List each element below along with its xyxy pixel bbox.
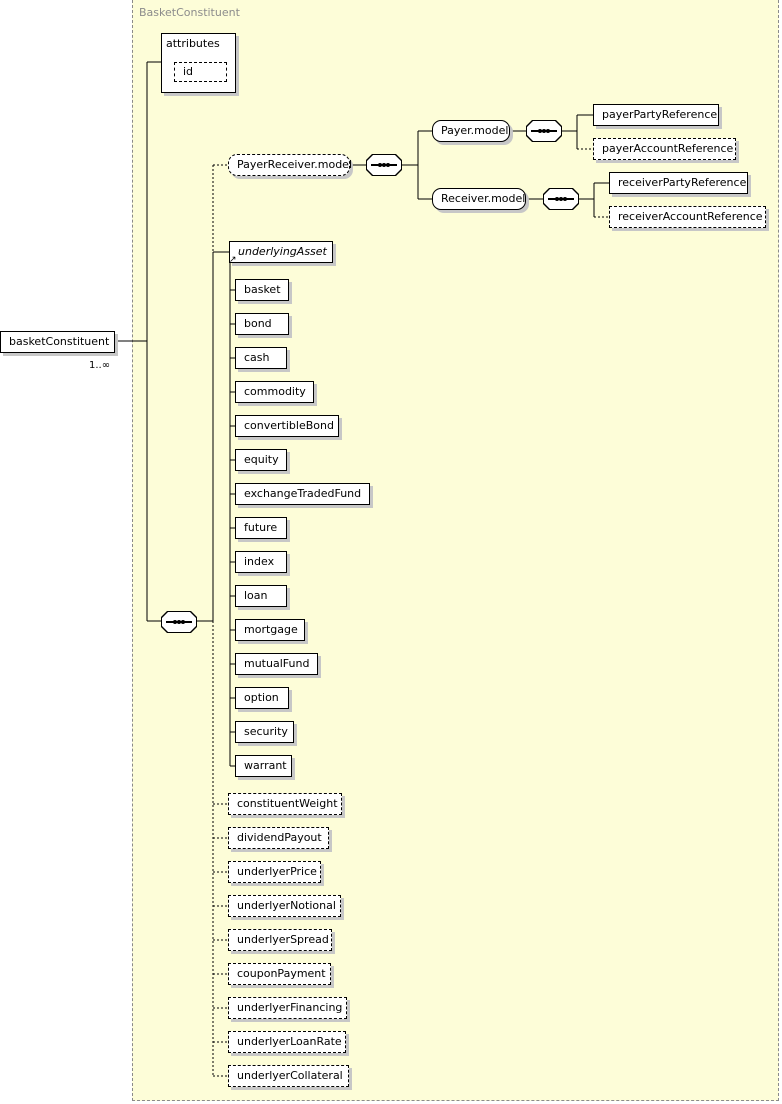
element-label: constituentWeight	[237, 797, 338, 810]
element-label: underlyerLoanRate	[237, 1035, 342, 1048]
element-loan[interactable]: loan	[235, 585, 287, 607]
element-security[interactable]: security	[235, 721, 294, 743]
element-label: loan	[244, 589, 268, 602]
element-underlyerloanrate[interactable]: underlyerLoanRate	[228, 1031, 346, 1053]
element-label: underlyingAsset	[238, 245, 327, 258]
element-payerpartyreference[interactable]: payerPartyReference	[593, 104, 719, 126]
element-label: option	[244, 691, 279, 704]
element-label: payerPartyReference	[602, 108, 718, 121]
element-exchangetradedfund[interactable]: exchangeTradedFund	[235, 483, 370, 505]
group-receiver-model[interactable]: Receiver.model	[432, 188, 526, 210]
element-convertiblebond[interactable]: convertibleBond	[235, 415, 339, 437]
element-underlyercollateral[interactable]: underlyerCollateral	[228, 1065, 349, 1087]
element-label: security	[244, 725, 288, 738]
element-label: commodity	[244, 385, 306, 398]
substitution-arrow-icon: ↗	[229, 255, 237, 265]
sequence-compositor-payerreceiver-icon[interactable]	[366, 154, 402, 176]
element-underlyerprice[interactable]: underlyerPrice	[228, 861, 321, 883]
element-underlyingasset[interactable]: underlyingAsset	[229, 241, 333, 263]
sequence-compositor-main-icon[interactable]	[161, 611, 197, 633]
element-label: basket	[244, 283, 281, 296]
root-element-label: basketConstituent	[9, 335, 110, 348]
element-label: future	[244, 521, 278, 534]
element-underlyerspread[interactable]: underlyerSpread	[228, 929, 332, 951]
element-underlyernotional[interactable]: underlyerNotional	[228, 895, 341, 917]
element-label: equity	[244, 453, 279, 466]
element-dividendpayout[interactable]: dividendPayout	[228, 827, 329, 849]
element-label: warrant	[244, 759, 287, 772]
root-multiplicity: 1..∞	[89, 360, 111, 371]
element-label: bond	[244, 317, 272, 330]
element-label: exchangeTradedFund	[244, 487, 362, 500]
element-label: receiverAccountReference	[618, 210, 763, 223]
group-payer-model[interactable]: Payer.model	[432, 120, 510, 142]
element-underlyerfinancing[interactable]: underlyerFinancing	[228, 997, 347, 1019]
element-label: mutualFund	[244, 657, 310, 670]
group-payer-label: Payer.model	[441, 124, 509, 137]
element-label: underlyerNotional	[237, 899, 336, 912]
element-label: couponPayment	[237, 967, 326, 980]
element-label: underlyerFinancing	[237, 1001, 343, 1014]
element-option[interactable]: option	[235, 687, 289, 709]
attributes-group[interactable]: attributes id	[161, 33, 236, 93]
element-warrant[interactable]: warrant	[235, 755, 292, 777]
root-element-basketconstituent[interactable]: basketConstituent	[0, 331, 115, 353]
element-label: cash	[244, 351, 270, 364]
element-label: underlyerCollateral	[237, 1069, 343, 1082]
element-label: dividendPayout	[237, 831, 322, 844]
element-mortgage[interactable]: mortgage	[235, 619, 305, 641]
group-payerreceiver-model[interactable]: PayerReceiver.model	[228, 154, 353, 176]
element-cash[interactable]: cash	[235, 347, 287, 369]
element-label: underlyerSpread	[237, 933, 329, 946]
element-receiveraccountreference[interactable]: receiverAccountReference	[609, 206, 766, 228]
element-label: underlyerPrice	[237, 865, 317, 878]
element-commodity[interactable]: commodity	[235, 381, 314, 403]
element-payeraccountreference[interactable]: payerAccountReference	[593, 138, 736, 160]
element-label: mortgage	[244, 623, 298, 636]
element-label: index	[244, 555, 275, 568]
element-basket[interactable]: basket	[235, 279, 289, 301]
attribute-id[interactable]: id	[174, 62, 227, 82]
element-label: receiverPartyReference	[618, 176, 747, 189]
element-constituentweight[interactable]: constituentWeight	[228, 793, 342, 815]
element-index[interactable]: index	[235, 551, 287, 573]
element-equity[interactable]: equity	[235, 449, 287, 471]
attributes-label: attributes	[166, 37, 220, 50]
element-receiverpartyreference[interactable]: receiverPartyReference	[609, 172, 748, 194]
group-payerreceiver-label: PayerReceiver.model	[237, 158, 353, 171]
element-mutualfund[interactable]: mutualFund	[235, 653, 318, 675]
group-receiver-label: Receiver.model	[441, 192, 526, 205]
sequence-compositor-receiver-icon[interactable]	[543, 188, 579, 210]
element-future[interactable]: future	[235, 517, 287, 539]
element-bond[interactable]: bond	[235, 313, 289, 335]
type-title: BasketConstituent	[139, 6, 240, 19]
element-label: payerAccountReference	[602, 142, 734, 155]
element-couponpayment[interactable]: couponPayment	[228, 963, 331, 985]
element-label: convertibleBond	[244, 419, 334, 432]
sequence-compositor-payer-icon[interactable]	[526, 120, 562, 142]
